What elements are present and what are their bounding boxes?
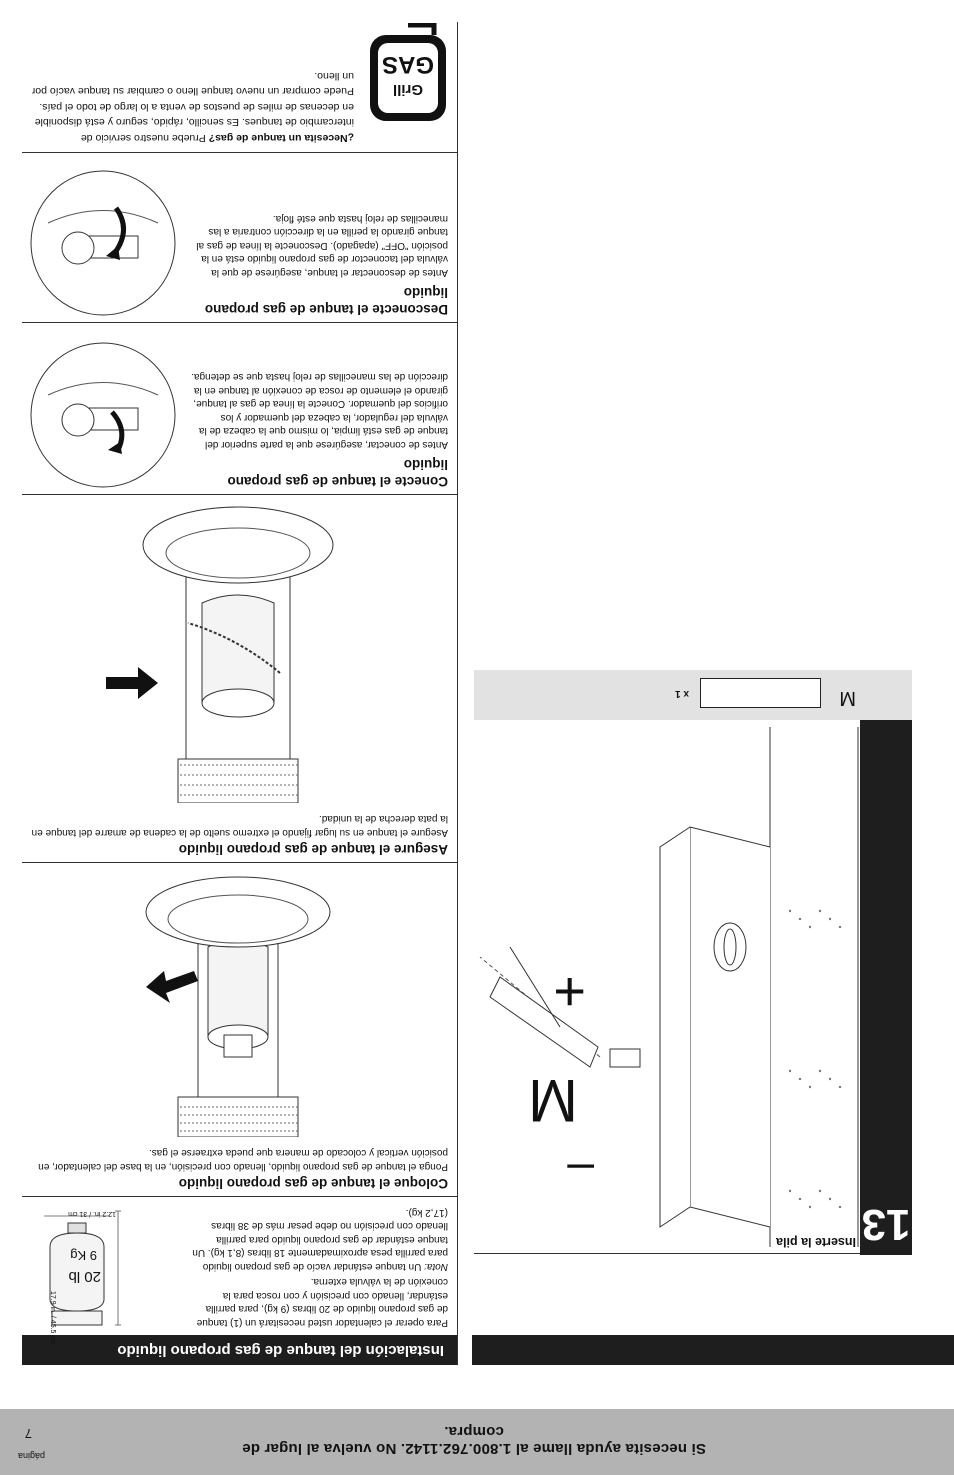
minus-sign: – [567, 1143, 594, 1196]
plus-sign: + [553, 961, 586, 1024]
disconnect-valve-illustration [30, 170, 176, 316]
connect-valve-illustration [30, 342, 176, 488]
exchange-title: ¿Necesita un tanque de gas? [208, 132, 354, 144]
step-number-bar [860, 670, 912, 1255]
battery-label: M [528, 1067, 578, 1134]
part-quantity: x 1 [675, 688, 689, 699]
logo-gas-text: GAS [382, 51, 434, 78]
tank-height: 17.9 in. / 45.5 cm [49, 1291, 56, 1345]
note-body: Un tanque estándar vacío de gas propano … [192, 1207, 448, 1272]
logo-grill-text: Grill [393, 81, 423, 98]
secure-text: Asegure el tanque en su lugar fijando el… [31, 813, 448, 839]
heater-base-tank-illustration [145, 876, 331, 1137]
battery-insert-illustration [479, 727, 859, 1247]
place-text: Ponga el tanque de gas propano liquido, … [38, 1147, 448, 1173]
secure-title: Asegure el tanque de gas propano liquido [178, 842, 448, 857]
arrow-icon [106, 667, 158, 699]
section-title: Instalación del tanque de gas propano li… [117, 1342, 444, 1359]
place-title: Coloque el tanque de gas propano liquido [178, 1176, 448, 1191]
tank-lb: 20 lb [68, 1268, 101, 1285]
disconnect-text: Antes de desconectar el tanque, asegúres… [196, 213, 448, 278]
intro-text: Para operar el calentador usted necesita… [196, 1276, 448, 1329]
arrow-icon [146, 971, 198, 1003]
tank-width: 12.2 in. / 31 cm [68, 1210, 116, 1217]
tank-kg: 9 Kg [70, 1248, 97, 1263]
page-label: página [17, 1451, 45, 1461]
tank-note: Nota: Un tanque estándar vacío de gas pr… [186, 1206, 448, 1274]
part-image-box [700, 678, 821, 708]
step-number: 13 [861, 1200, 911, 1249]
connect-title: Conecte el tanque de gas propano liquido [227, 457, 448, 489]
page-number: 7 [24, 1426, 32, 1441]
propane-tank-diagram [44, 1210, 121, 1326]
part-letter: M [839, 687, 856, 709]
column-divider [457, 22, 458, 1365]
chain-attachment-illustration [142, 506, 334, 803]
help-text: Si necesita ayuda llame al 1.800.762.114… [242, 1423, 706, 1457]
connect-text: Antes de conectar, asegúrese que la part… [191, 371, 448, 451]
note-label: Nota: [424, 1261, 448, 1272]
step-header-bar [472, 1335, 954, 1365]
grill-gas-logo: Grill GAS [370, 23, 446, 121]
disconnect-title: Desconecte el tanque de gas propano liqu… [204, 285, 448, 317]
exchange-text: ¿Necesita un tanque de gas? Pruebe nuest… [28, 68, 354, 146]
